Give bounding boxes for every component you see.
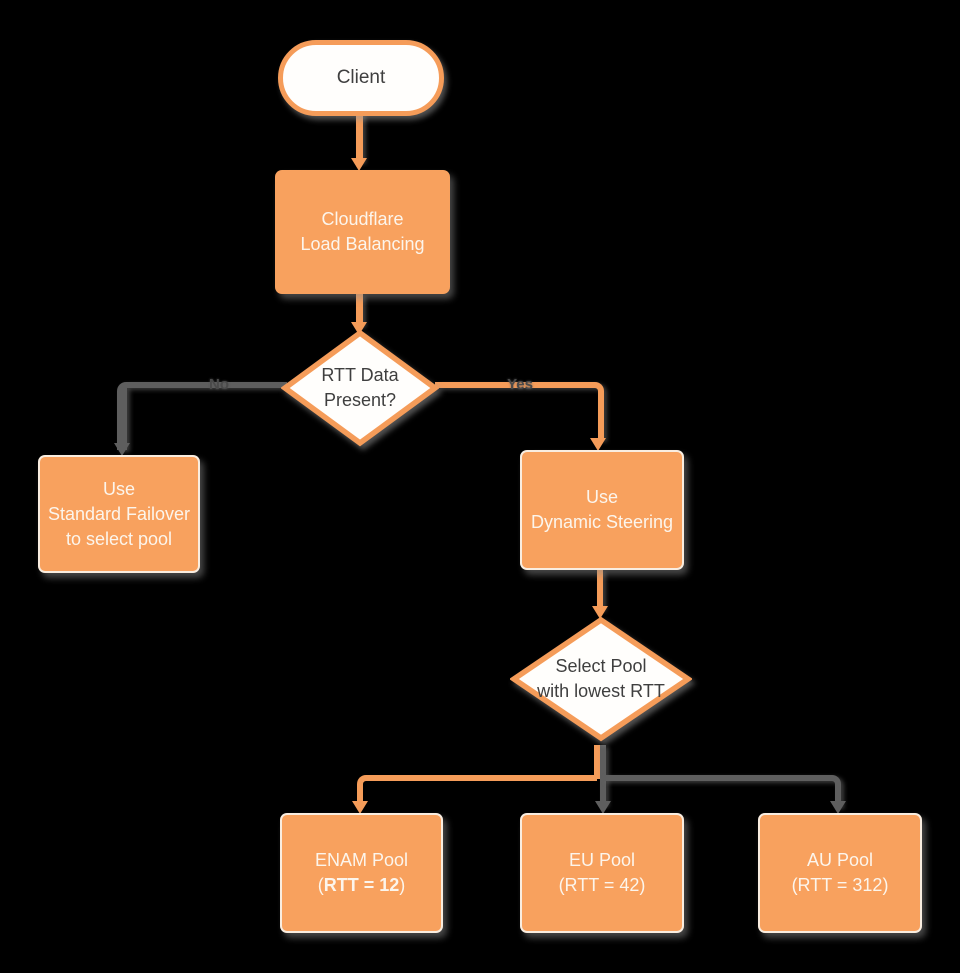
node-dynamic-steering: Use Dynamic Steering: [520, 450, 684, 570]
enam-rtt-value: RTT = 12: [323, 875, 400, 895]
node-rtt-decision-line1: RTT Data: [321, 365, 399, 385]
connector-rtt-to-failover: [117, 382, 287, 450]
arrowhead-steering-to-select: [592, 606, 608, 619]
node-client-label: Client: [336, 67, 386, 88]
node-cloudflare-lb: Cloudflare Load Balancing: [275, 170, 450, 294]
connector-client-to-lb: [356, 112, 363, 162]
node-rtt-decision-line2: Present?: [323, 390, 397, 410]
node-enam-pool-rtt: (RTT = 12): [318, 873, 406, 898]
node-select-pool-line2: with lowest RTT: [537, 681, 665, 701]
node-enam-pool: ENAM Pool (RTT = 12): [280, 813, 443, 933]
node-cloudflare-lb-line2: Load Balancing: [300, 234, 425, 254]
connector-lb-to-rtt: [356, 294, 363, 326]
edge-label-no: No: [209, 376, 229, 393]
node-dynamic-steering-line2: Dynamic Steering: [530, 512, 674, 532]
node-standard-failover-line3: to select pool: [65, 528, 173, 549]
arrowhead-client-to-lb: [351, 158, 367, 171]
enam-rtt-paren-open: (: [317, 875, 324, 895]
arrowhead-lb-to-rtt: [351, 322, 367, 335]
connector-rtt-to-steering: [435, 382, 604, 440]
node-select-pool-line1: Select Pool: [555, 656, 647, 676]
node-eu-pool: EU Pool (RTT = 42): [520, 813, 684, 933]
node-standard-failover-line1: Use: [102, 478, 135, 499]
connector-steering-to-select: [597, 570, 603, 610]
node-au-pool-title: AU Pool: [806, 850, 874, 870]
arrowhead-rtt-to-steering: [590, 438, 606, 451]
node-client: Client: [278, 40, 444, 116]
node-eu-pool-rtt: (RTT = 42): [558, 875, 646, 895]
node-select-pool: Select Pool with lowest RTT: [509, 616, 693, 742]
connector-select-to-au: [603, 775, 841, 807]
connector-select-stub-orange: [594, 745, 600, 779]
arrowhead-select-to-au: [830, 801, 846, 814]
node-dynamic-steering-line1: Use: [585, 487, 618, 507]
arrowhead-rtt-to-failover: [114, 443, 130, 456]
enam-rtt-paren-close: ): [399, 875, 406, 895]
diamond-shape: [509, 616, 693, 742]
arrowhead-select-to-enam: [352, 801, 368, 814]
diamond-shape: [280, 329, 440, 447]
node-rtt-decision: RTT Data Present?: [280, 329, 440, 447]
connector-select-to-enam: [357, 775, 597, 807]
node-au-pool-rtt: (RTT = 312): [791, 875, 889, 895]
node-standard-failover-line2: Standard Failover: [47, 503, 191, 524]
node-standard-failover: Use Standard Failover to select pool: [38, 455, 200, 573]
node-cloudflare-lb-line1: Cloudflare: [321, 209, 404, 229]
node-au-pool: AU Pool (RTT = 312): [758, 813, 922, 933]
edge-label-yes: Yes: [507, 376, 533, 393]
node-enam-pool-title: ENAM Pool: [314, 850, 409, 870]
node-eu-pool-title: EU Pool: [568, 850, 636, 870]
